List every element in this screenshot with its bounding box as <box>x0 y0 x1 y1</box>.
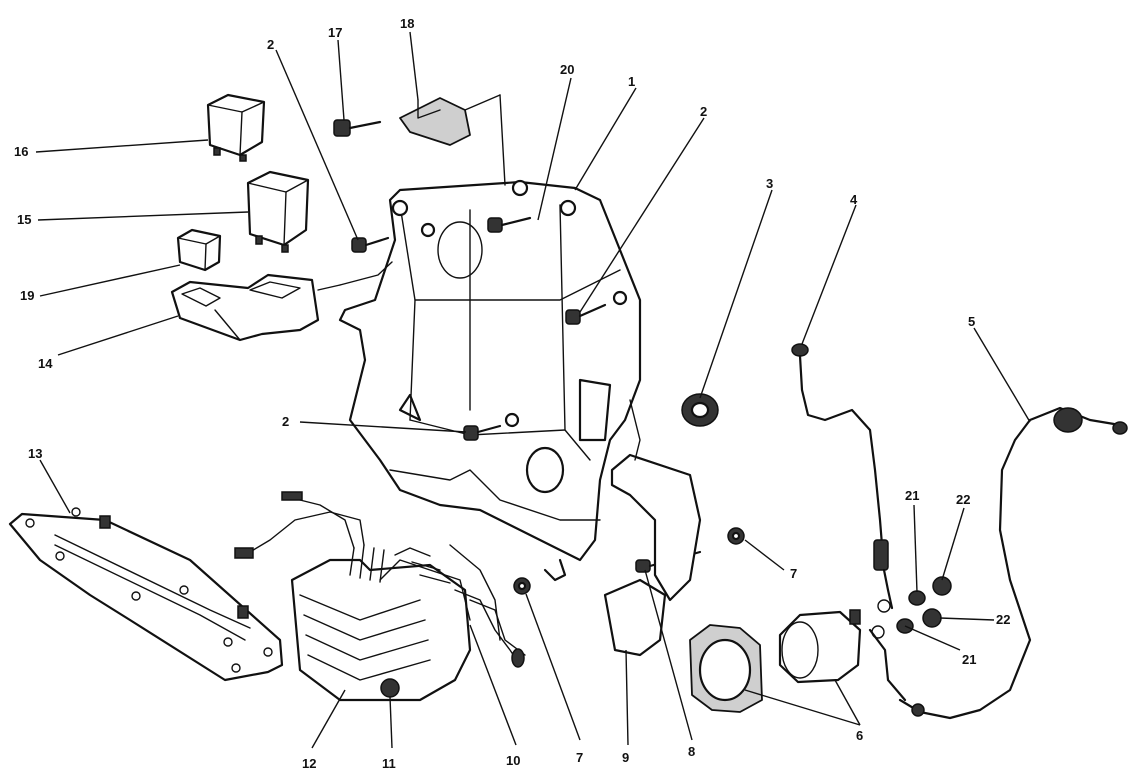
bolt-part <box>333 119 382 137</box>
relay-part <box>176 228 222 272</box>
cable-part <box>791 343 894 610</box>
callout-6: 6 <box>856 728 863 743</box>
starter-relay-part <box>778 609 862 684</box>
callout-12: 12 <box>302 756 316 771</box>
callout-2-middle: 2 <box>282 414 289 429</box>
callout-18: 18 <box>400 16 414 31</box>
callout-22-top: 22 <box>956 492 970 507</box>
callout-19: 19 <box>20 288 34 303</box>
nut-part <box>513 577 531 595</box>
callout-16: 16 <box>14 144 28 159</box>
bolt-part <box>463 424 502 441</box>
regulator-part <box>234 491 526 702</box>
grommet-part <box>681 393 719 427</box>
rubber-cover-part <box>689 624 763 713</box>
leader-lines <box>35 31 1031 749</box>
callout-22-bottom: 22 <box>996 612 1010 627</box>
main-bracket-part <box>338 179 642 582</box>
small-bracket-part <box>603 399 702 657</box>
cable-part <box>449 544 525 668</box>
callout-4: 4 <box>850 192 858 207</box>
callout-14: 14 <box>38 356 53 371</box>
callout-8: 8 <box>688 744 695 759</box>
callout-2-top-right: 2 <box>700 104 707 119</box>
nut-part <box>932 576 952 596</box>
callout-3: 3 <box>766 176 773 191</box>
bolt-part <box>380 678 400 698</box>
relay-holder-part <box>170 261 393 342</box>
callout-13: 13 <box>28 446 42 461</box>
callout-21-bottom: 21 <box>962 652 976 667</box>
bolt-part <box>565 303 607 325</box>
terminal-part <box>871 599 891 639</box>
callout-10: 10 <box>506 753 520 768</box>
callout-15: 15 <box>17 212 31 227</box>
relay-part <box>206 93 266 162</box>
cover-plate-part <box>8 507 284 682</box>
callout-7-right: 7 <box>790 566 797 581</box>
callout-9: 9 <box>622 750 629 765</box>
callout-2-top-left: 2 <box>267 37 274 52</box>
callout-5: 5 <box>968 314 975 329</box>
washer-part <box>908 590 926 606</box>
cable-part <box>868 406 1128 720</box>
bolt-part <box>487 216 532 233</box>
callout-7-bottom: 7 <box>576 750 583 765</box>
nut-part <box>727 527 745 545</box>
bolt-part <box>351 236 390 253</box>
relay-part <box>246 170 310 253</box>
clamp-bracket-part <box>399 94 506 186</box>
callout-21-top: 21 <box>905 488 919 503</box>
callout-20: 20 <box>560 62 574 77</box>
callout-labels: 1 2 2 2 3 4 5 6 7 7 8 9 10 11 12 13 14 1… <box>14 16 1010 771</box>
callout-1: 1 <box>628 74 635 89</box>
callout-11: 11 <box>382 756 396 771</box>
callout-17: 17 <box>328 25 342 40</box>
nut-part <box>922 608 942 628</box>
